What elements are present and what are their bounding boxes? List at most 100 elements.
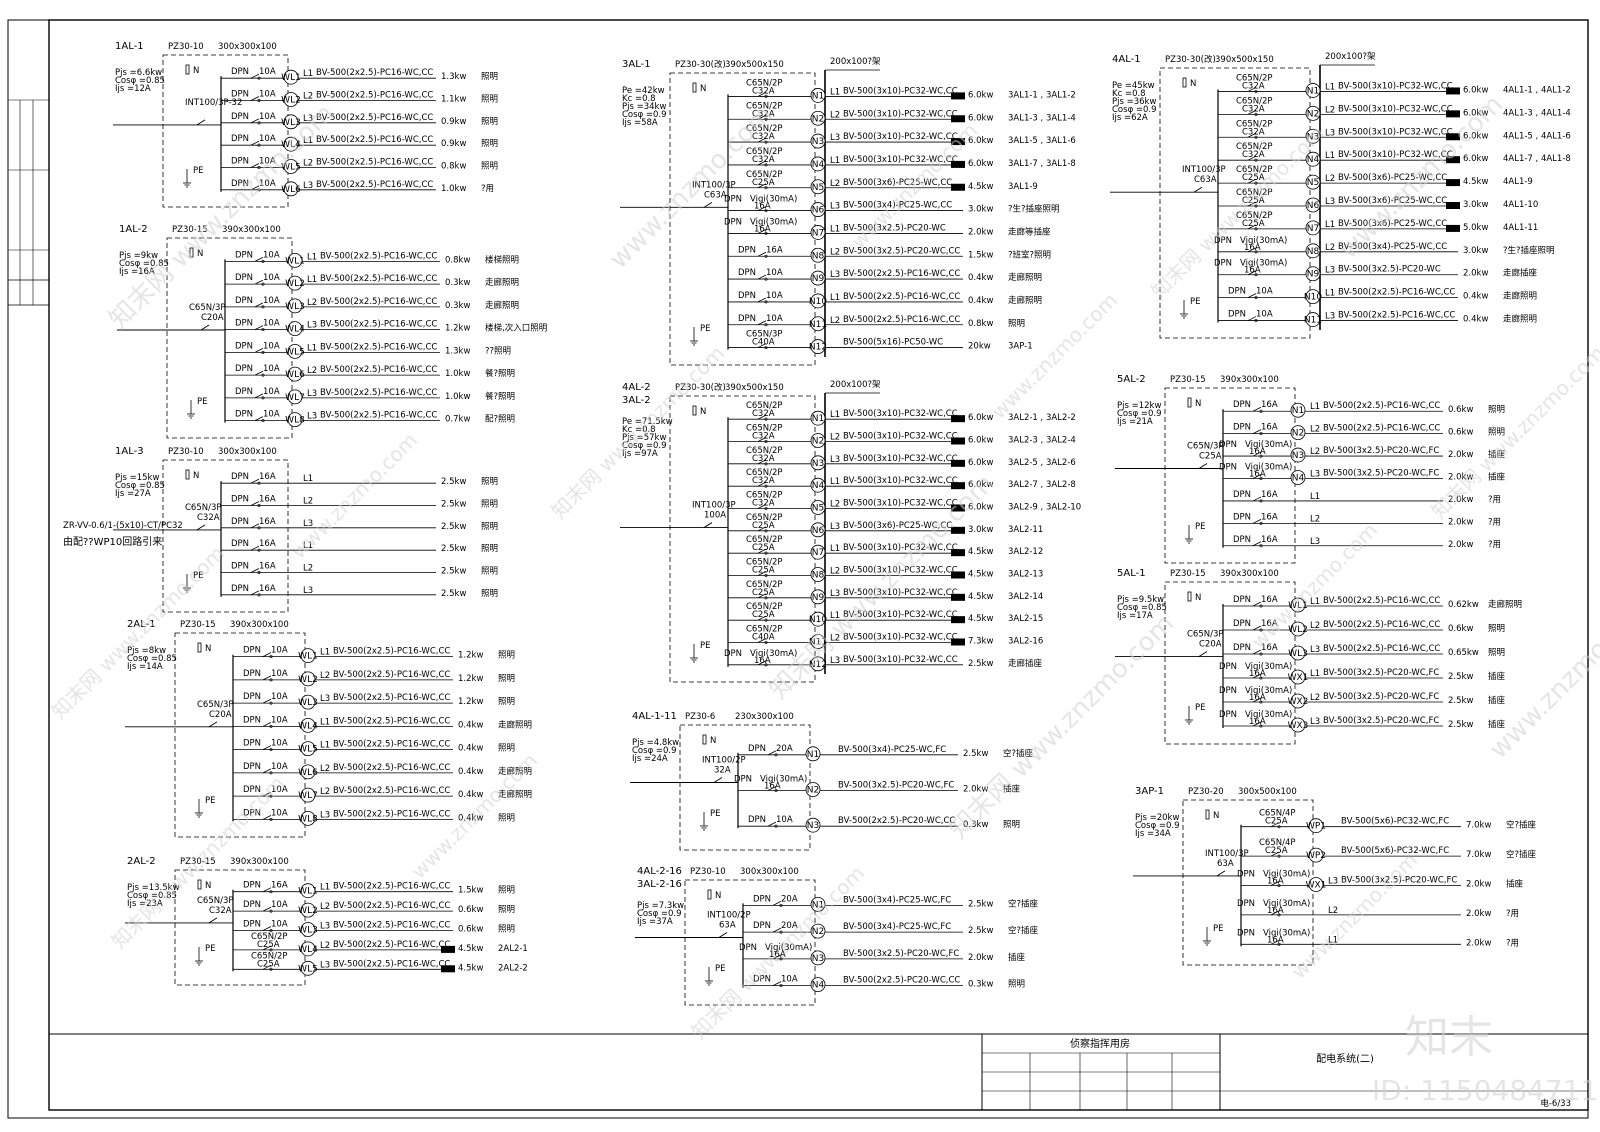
- drawing-title: 配电系统(二): [1316, 1052, 1374, 1065]
- load-parameter: Ijs =14A: [127, 662, 163, 672]
- branch-breaker-type: DPN: [231, 112, 249, 122]
- circuit-load: 0.65kw: [1448, 648, 1479, 658]
- main-breaker-contact: [1216, 870, 1226, 877]
- circuit-description: 餐?照明: [485, 369, 515, 379]
- main-breaker-type: C65N/3P: [197, 896, 234, 906]
- branch-breaker-contact: [757, 593, 767, 599]
- branch-breaker-rating: 10A: [259, 67, 276, 77]
- circuit-cable-spec: BV-500(3x10)-PC32-WC,CC: [843, 499, 958, 509]
- circuit-load: 6.0kw: [968, 113, 993, 123]
- branch-breaker-type: C65N/2P: [746, 602, 783, 612]
- circuit-load: 2.5kw: [441, 500, 466, 510]
- enclosure-box: [166, 237, 293, 439]
- circuit-id: N2: [807, 786, 819, 796]
- branch-breaker-type: C65N/2P: [746, 446, 783, 456]
- branch-breaker-contact: [1252, 518, 1262, 524]
- circuit-load: 6.0kw: [1463, 131, 1488, 141]
- branch-breaker-contact: [254, 370, 264, 376]
- circuit-phase: L3: [307, 321, 317, 331]
- circuit-id-marker: [1305, 312, 1321, 327]
- circuit-load: 2.0kw: [1463, 269, 1488, 279]
- neutral-terminal: [702, 734, 707, 745]
- breaker-terminal: [1277, 942, 1281, 946]
- branch-breaker-contact: [757, 638, 767, 643]
- branch-breaker-type: C65N/2P: [251, 951, 288, 961]
- circuit-description: 空?插座: [1506, 849, 1537, 860]
- branch-breaker-contact: [1252, 601, 1262, 607]
- circuit-description: 空?插座: [1506, 820, 1537, 831]
- circuit-description: 3AL2-13: [1008, 570, 1043, 580]
- circuit-description: 4AL1-5 , 4AL1-6: [1503, 131, 1571, 141]
- breaker-terminal: [764, 300, 768, 304]
- circuit-load: 2.5kw: [441, 567, 466, 577]
- circuit-id-marker: [810, 179, 826, 195]
- circuit-cable-spec: BV-500(5x16)-PC50-WC: [843, 338, 943, 348]
- branch-breaker-type: DPN: [231, 562, 249, 572]
- branch-breaker-type: DPN: [1233, 400, 1251, 410]
- branch-breaker-contact: [250, 73, 260, 79]
- box-model: PZ30-15: [172, 225, 208, 235]
- cable-tray-label: 200x100?架: [1325, 52, 1376, 62]
- branch-breaker-type: DPN: [243, 900, 261, 910]
- breaker-terminal: [269, 655, 273, 659]
- sub-panel-marker: [951, 526, 965, 534]
- branch-breaker-contact: [757, 320, 767, 326]
- circuit-cable-spec: BV-500(3x2.5)-PC20-WC,FC: [1323, 692, 1439, 702]
- circuit-cable-spec: BV-500(2x2.5)-PC16-WC,CC: [320, 274, 437, 284]
- circuit-id: WL1: [281, 73, 301, 83]
- neutral-label: N: [1195, 399, 1201, 409]
- circuit-description: 4AL1-3 , 4AL1-4: [1503, 108, 1571, 118]
- circuit-cable-spec: BV-500(2x2.5)-PC16-WC,CC: [320, 411, 437, 421]
- circuit-description: 照明: [481, 589, 498, 599]
- panel-name: 4AL-1: [1112, 54, 1141, 65]
- branch-breaker-type: DPN: [1219, 662, 1237, 672]
- branch-breaker-contact: [1252, 474, 1262, 479]
- circuit-id: N4: [812, 981, 825, 991]
- circuit-description: 照明: [481, 72, 498, 82]
- branch-breaker-rating: 16A: [1267, 935, 1284, 945]
- branch-breaker-contact: [1270, 910, 1280, 916]
- branch-breaker-type: DPN: [231, 584, 249, 594]
- branch-breaker-contact: [250, 590, 260, 596]
- branch-breaker-rating: 10A: [271, 739, 288, 749]
- circuit-cable-spec: BV-500(3x4)-PC25-WC,FC: [843, 922, 951, 932]
- pe-label: PE: [1195, 703, 1206, 713]
- sub-panel-marker: [951, 638, 965, 646]
- branch-breaker-rating: 10A: [766, 314, 783, 324]
- pe-label: PE: [700, 324, 711, 334]
- watermark-text: www.znzmo.com: [987, 288, 1123, 424]
- neutral-label: N: [197, 249, 203, 259]
- breaker-terminal: [764, 640, 768, 644]
- circuit-id: N11: [1304, 316, 1322, 326]
- circuit-description: 照明: [1488, 428, 1505, 438]
- branch-breaker-contact: [1252, 673, 1262, 679]
- circuit-id: N6: [812, 206, 825, 216]
- branch-breaker-type: DPN: [738, 291, 756, 301]
- circuit-cable-spec: BV-500(2x2.5)-PC16-WC,CC: [333, 670, 450, 680]
- breaker-terminal: [1254, 227, 1258, 231]
- circuit-id: WL4: [285, 325, 305, 335]
- branch-breaker-rating: 16A: [1261, 535, 1278, 545]
- pe-label: PE: [700, 641, 711, 651]
- circuit-id-marker: [300, 671, 316, 687]
- circuit-cable-spec: BV-500(2x2.5)-PC16-WC,CC: [320, 297, 437, 307]
- circuit-phase: L3: [830, 589, 840, 599]
- branch-breaker-type: DPN: [235, 273, 253, 283]
- circuit-load: 4.5kw: [968, 182, 993, 192]
- branch-breaker-rating: 10A: [263, 341, 280, 351]
- circuit-phase: L1: [1325, 220, 1335, 230]
- breaker-terminal: [261, 419, 265, 423]
- circuit-id-marker: [300, 922, 316, 937]
- circuit-id: N10: [809, 297, 827, 307]
- circuit-id-marker: [300, 941, 316, 957]
- circuit-description: 走廊照明: [498, 766, 532, 777]
- circuit-load: 20kw: [968, 342, 991, 352]
- pe-label: PE: [193, 571, 204, 581]
- branch-breaker-rating: C25A: [752, 610, 775, 620]
